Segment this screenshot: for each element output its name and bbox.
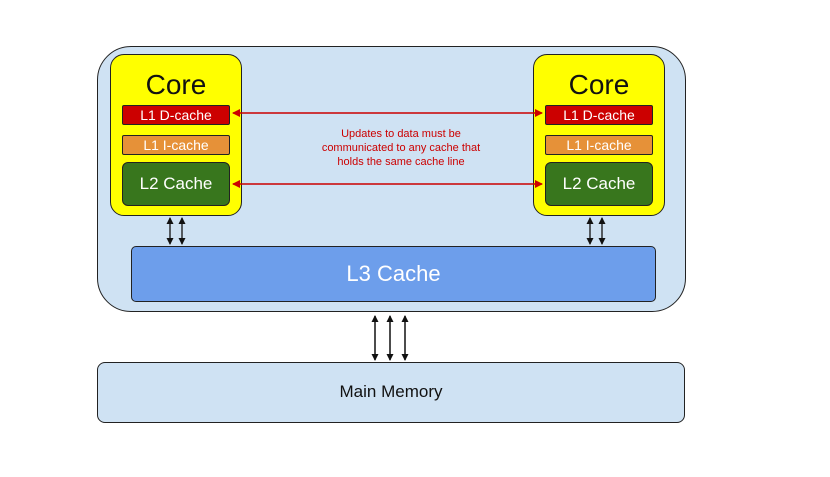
core-right: Core L1 D-cache L1 I-cache L2 Cache (533, 54, 665, 216)
core-left-l2-cache: L2 Cache (122, 162, 230, 206)
core-right-title: Core (568, 69, 630, 100)
core-right-l2-cache: L2 Cache (545, 162, 653, 206)
main-memory: Main Memory (97, 362, 685, 423)
l3-memory-arrows (371, 315, 409, 361)
coherence-note: Updates to data must be communicated to … (321, 128, 481, 168)
core-left: Core L1 D-cache L1 I-cache L2 Cache (110, 54, 242, 216)
core-left-title: Core (145, 69, 207, 100)
l3-cache: L3 Cache (131, 246, 656, 302)
left-core-l3-arrows (166, 217, 186, 245)
core-right-l1-icache: L1 I-cache (545, 135, 653, 155)
core-left-l1-icache: L1 I-cache (122, 135, 230, 155)
right-core-l3-arrows (586, 217, 606, 245)
core-right-l1-dcache: L1 D-cache (545, 105, 653, 125)
core-left-l1-dcache: L1 D-cache (122, 105, 230, 125)
